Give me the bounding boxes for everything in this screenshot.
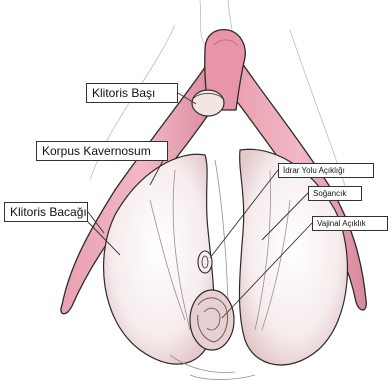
urethral-opening xyxy=(198,251,212,273)
label-clitoris-leg: Klitoris Bacağı xyxy=(4,202,88,222)
label-vaginal-opening: Vajinal Açıklık xyxy=(312,216,388,231)
label-clitoris-head: Klitoris Başı xyxy=(86,83,178,103)
label-corpus-cavernosum: Korpus Kavernosum xyxy=(36,141,168,161)
right-bulb xyxy=(239,149,347,365)
label-urethral-opening: İdrar Yolu Açıklığı xyxy=(278,163,374,178)
label-bulb: Soğancık xyxy=(308,186,362,201)
